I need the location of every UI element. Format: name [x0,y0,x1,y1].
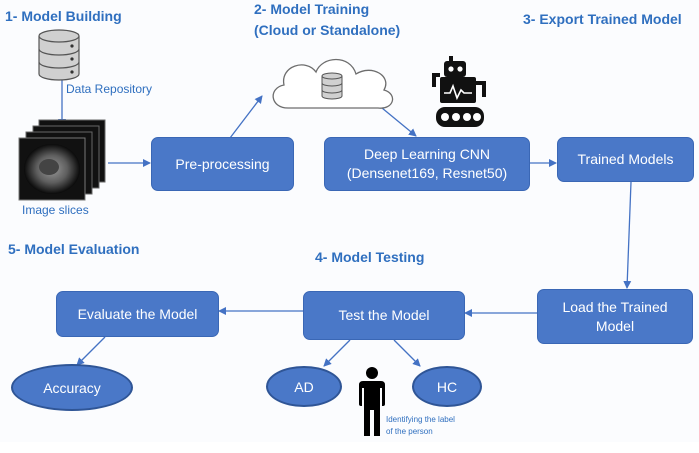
identify-label-line2: of the person [386,427,433,436]
stage-title-testing: 4- Model Testing [315,249,425,265]
cnn-label: Deep Learning CNN [363,146,491,162]
trained-models-box: Trained Models [557,137,694,182]
person-icon [359,367,385,436]
mri-slices-icon [18,119,106,201]
hc-ellipse: HC [412,366,482,407]
cloud-database-icon [272,59,394,109]
identify-label-line1: Identifying the label [386,415,455,424]
arrow-test-to-hc [393,339,421,367]
test-model-label: Test the Model [338,307,430,323]
arrow-evaluate-to-accuracy [76,336,106,366]
stage-title-evaluation: 5- Model Evaluation [8,241,140,257]
ad-ellipse: AD [266,366,342,407]
arrow-trained-to-load [623,181,632,289]
test-model-box: Test the Model [303,291,465,340]
arrow-preprocessing-to-cloud [229,95,263,139]
data-repository-label: Data Repository [66,82,153,96]
accuracy-ellipse: Accuracy [11,364,133,411]
image-slices-label: Image slices [22,203,89,217]
deep-learning-cnn-box: Deep Learning CNN (Densenet169, Resnet50… [324,137,530,191]
arrow-test-to-ad [323,339,351,367]
evaluate-model-label: Evaluate the Model [77,305,198,322]
database-icon [38,29,80,81]
evaluate-model-box: Evaluate the Model [56,291,219,337]
load-model-label-2: Model [595,317,635,334]
cnn-models-label: (Densenet169, Resnet50) [346,165,508,181]
load-model-label: Load the Trained [562,298,668,315]
ad-label: AD [294,378,314,395]
trained-models-label: Trained Models [577,151,674,167]
accuracy-label: Accuracy [43,379,101,396]
stage-title-export: 3- Export Trained Model [523,11,682,27]
robot-icon [432,56,486,127]
hc-label: HC [436,378,458,395]
preprocessing-label: Pre-processing [175,155,270,172]
arrow-cloud-to-cnn [381,107,417,137]
load-trained-model-box: Load the Trained Model [537,289,693,344]
stage-title-model-building: 1- Model Building [5,8,122,24]
stage-title-training-env: (Cloud or Standalone) [254,22,401,38]
preprocessing-box: Pre-processing [151,137,294,191]
stage-title-model-training: 2- Model Training [254,1,370,17]
